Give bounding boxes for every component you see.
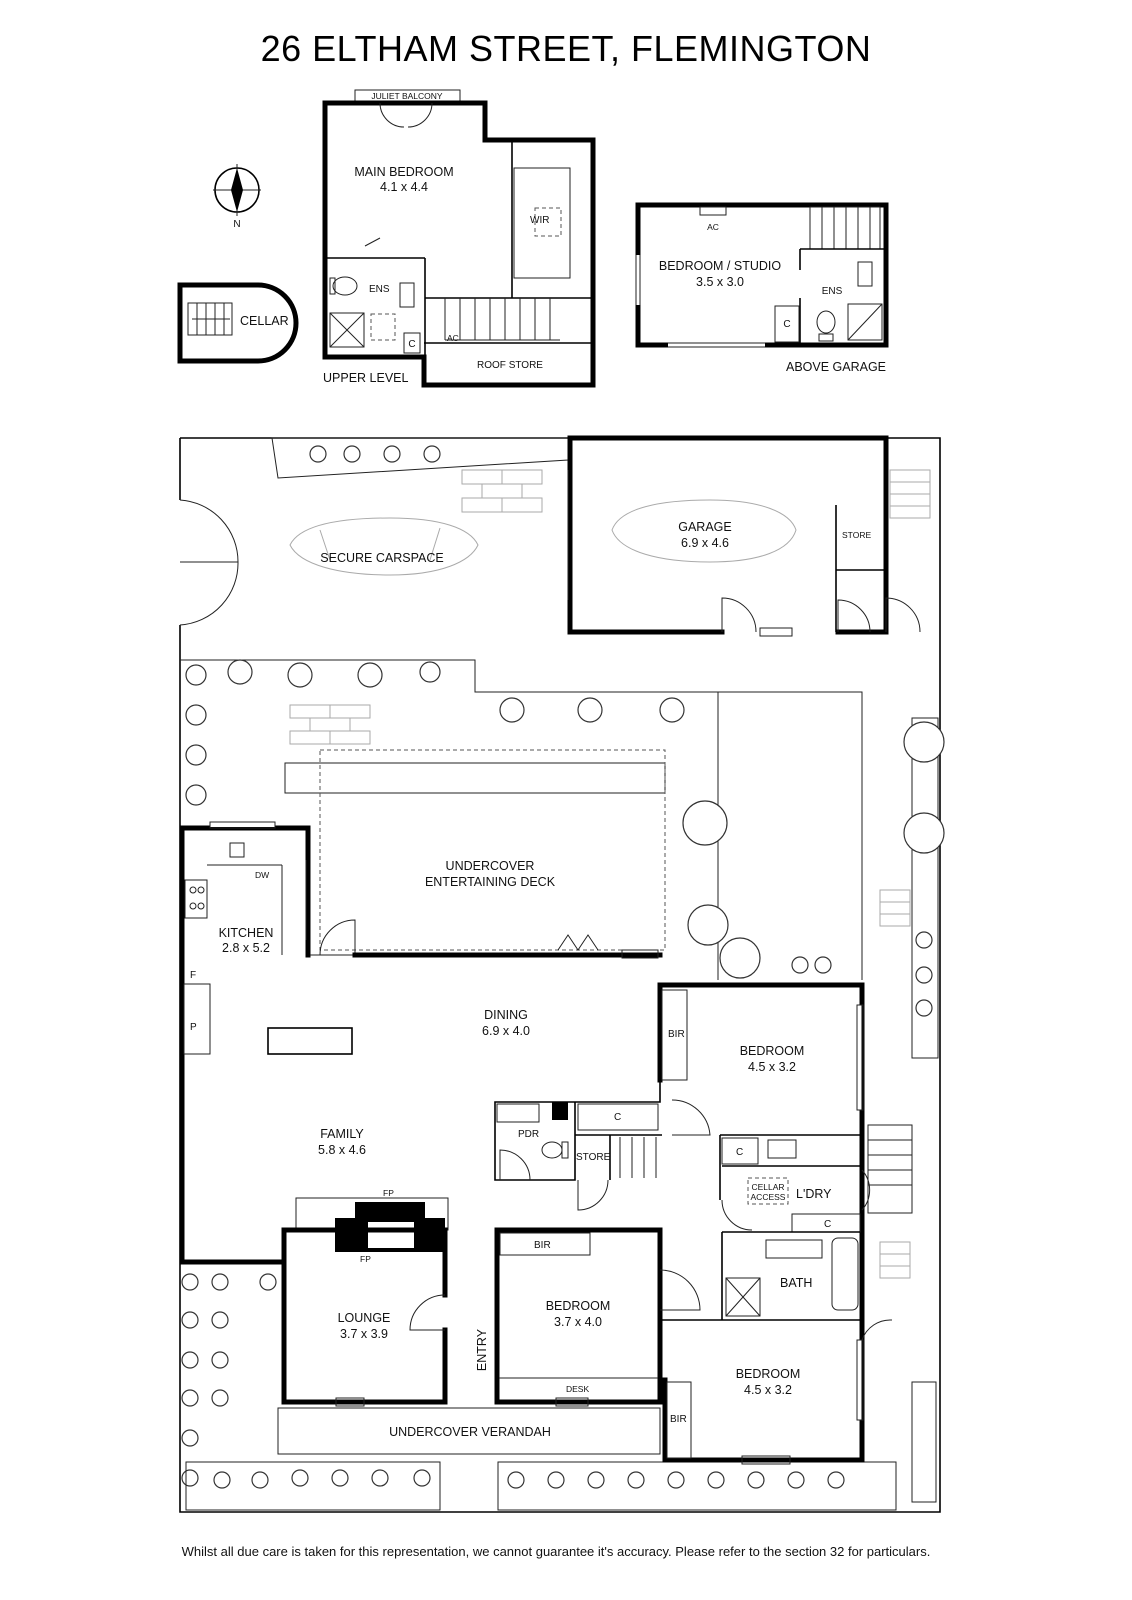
laundry-cupboard-label: C [736, 1147, 743, 1158]
car-icon [289, 517, 479, 576]
kitchen-name: KITCHEN [219, 926, 274, 940]
laundry-cupboard2-label: C [824, 1219, 831, 1230]
bedroom-mid-name: BEDROOM [546, 1299, 611, 1313]
main-bedroom-size: 4.1 x 4.4 [380, 180, 428, 194]
above-garage-cupboard-label: C [783, 319, 790, 330]
disclaimer: Whilst all due care is taken for this re… [182, 1544, 931, 1559]
bedroom-studio-name: BEDROOM / STUDIO [659, 259, 782, 273]
upper-level-plan: JULIET BALCONY WIR MAIN BEDROOM 4.1 x 4.… [322, 89, 596, 388]
wir-label: WIR [530, 215, 549, 226]
dishwasher-label: DW [255, 870, 269, 880]
upper-ac-label: AC [447, 333, 459, 343]
family-size: 5.8 x 4.6 [318, 1143, 366, 1157]
pantry-label: P [190, 1022, 197, 1033]
bedroom-studio-size: 3.5 x 3.0 [696, 275, 744, 289]
lounge-size: 3.7 x 3.9 [340, 1327, 388, 1341]
garage-store-label: STORE [842, 530, 871, 540]
fireplace-bottom-label: FP [360, 1254, 371, 1264]
deck-label-line2: ENTERTAINING DECK [425, 875, 556, 889]
compass-icon: N [213, 164, 261, 230]
bedroom-se-name: BEDROOM [736, 1367, 801, 1381]
bir-ne-label: BIR [668, 1029, 685, 1040]
hall-store-label: STORE [576, 1152, 611, 1163]
above-garage-ac-label: AC [707, 222, 719, 232]
juliet-balcony-label: JULIET BALCONY [371, 91, 443, 101]
entry-label: ENTRY [475, 1328, 489, 1371]
above-garage-ensuite-label: ENS [822, 286, 843, 297]
lounge-name: LOUNGE [338, 1311, 391, 1325]
family-name: FAMILY [320, 1127, 364, 1141]
dining-size: 6.9 x 4.0 [482, 1024, 530, 1038]
dining-name: DINING [484, 1008, 528, 1022]
above-garage-caption: ABOVE GARAGE [786, 360, 886, 374]
upper-cupboard-label: C [408, 339, 415, 350]
main-bedroom-name: MAIN BEDROOM [354, 165, 453, 179]
cellar-access-line1: CELLAR [751, 1182, 784, 1192]
secure-carspace-label: SECURE CARSPACE [320, 551, 443, 565]
deck-label-line1: UNDERCOVER [446, 859, 535, 873]
cellar-label: CELLAR [240, 314, 289, 328]
bedroom-ne-size: 4.5 x 3.2 [748, 1060, 796, 1074]
fridge-label: F [190, 970, 196, 981]
bedroom-se-size: 4.5 x 3.2 [744, 1383, 792, 1397]
bedroom-mid-size: 3.7 x 4.0 [554, 1315, 602, 1329]
bir-se-label: BIR [670, 1414, 687, 1425]
garage-size: 6.9 x 4.6 [681, 536, 729, 550]
bedroom-ne-name: BEDROOM [740, 1044, 805, 1058]
above-garage-plan: AC BEDROOM / STUDIO 3.5 x 3.0 ENS C ABOV… [635, 202, 889, 374]
garage-car-icon [611, 499, 797, 563]
desk-label: DESK [566, 1384, 589, 1394]
cellar-access-line2: ACCESS [751, 1192, 786, 1202]
garage-name: GARAGE [678, 520, 732, 534]
bathroom-label: BATH [780, 1276, 812, 1290]
kitchen-size: 2.8 x 5.2 [222, 941, 270, 955]
laundry-label: L'DRY [796, 1187, 832, 1201]
ground-floor-plan: SECURE CARSPACE GARAGE 6.9 x 4.6 STORE [179, 435, 945, 1513]
hall-cupboard-label: C [614, 1112, 621, 1123]
bir-mid-label: BIR [534, 1240, 551, 1251]
verandah-label: UNDERCOVER VERANDAH [389, 1425, 551, 1439]
plan-title: 26 ELTHAM STREET, FLEMINGTON [261, 28, 872, 69]
cellar-plan: CELLAR [177, 282, 299, 364]
upper-ensuite-label: ENS [369, 284, 390, 295]
compass-north-label: N [233, 219, 240, 230]
roof-store-label: ROOF STORE [477, 360, 543, 371]
upper-level-caption: UPPER LEVEL [323, 371, 409, 385]
powder-room-label: PDR [518, 1129, 539, 1140]
fireplace-top-label: FP [383, 1188, 394, 1198]
